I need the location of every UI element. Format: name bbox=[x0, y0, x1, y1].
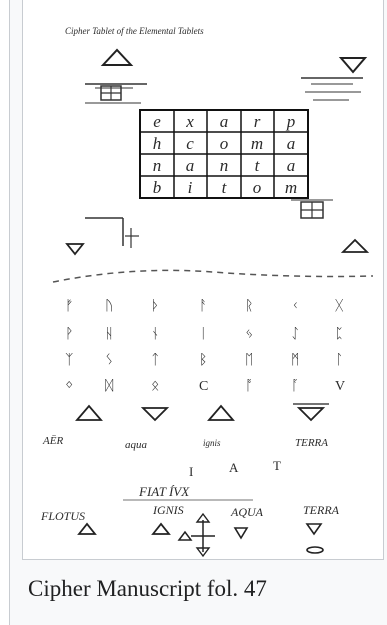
small-oval-icon bbox=[307, 547, 323, 553]
svg-text:ᚲ: ᚲ bbox=[291, 299, 299, 314]
svg-text:ᛜ: ᛜ bbox=[65, 379, 73, 394]
svg-text:ᚨ: ᚨ bbox=[199, 298, 207, 314]
svg-text:ᚦ: ᚦ bbox=[151, 298, 159, 314]
element-label: FLOTUS bbox=[40, 509, 85, 523]
triangle-down-icon bbox=[341, 58, 365, 72]
svg-text:ᚷ: ᚷ bbox=[335, 298, 344, 314]
triangle-down-icon bbox=[143, 408, 167, 420]
grid-cell: o bbox=[220, 134, 229, 153]
grid-cell: a bbox=[220, 112, 229, 131]
grid-cell: e bbox=[153, 112, 161, 131]
svg-text:ᚠ: ᚠ bbox=[65, 298, 73, 314]
svg-text:ᚢ: ᚢ bbox=[105, 298, 113, 314]
motto-text: FIAT ÍVX bbox=[138, 484, 190, 499]
letter-grid: e x a r p h c o m a n a n t a b i t o m bbox=[140, 110, 308, 198]
divider-line bbox=[53, 270, 373, 282]
element-label: TERRA bbox=[303, 503, 340, 517]
svg-text:ᛁ: ᛁ bbox=[199, 326, 207, 342]
triangle-up-icon bbox=[153, 524, 169, 534]
letter-mark: T bbox=[273, 458, 281, 473]
element-label: ignis bbox=[203, 438, 221, 448]
grid-cell: r bbox=[254, 112, 261, 131]
letter-mark: A bbox=[229, 460, 239, 475]
svg-text:ᚾ: ᚾ bbox=[151, 326, 159, 342]
element-label: aqua bbox=[125, 439, 148, 451]
triangle-down-icon bbox=[235, 528, 247, 538]
svg-text:V: V bbox=[335, 379, 345, 394]
grid-cell: i bbox=[188, 178, 193, 197]
triangle-up-icon bbox=[343, 240, 367, 252]
grid-cell: n bbox=[153, 156, 162, 175]
element-label: IGNIS bbox=[152, 503, 184, 517]
svg-text:ᛊ: ᛊ bbox=[105, 353, 113, 368]
grid-cell: a bbox=[287, 156, 296, 175]
grid-cell: o bbox=[253, 178, 262, 197]
svg-text:ᚱ: ᚱ bbox=[245, 298, 253, 314]
triangle-up-icon bbox=[79, 524, 95, 534]
svg-text:ᛒ: ᛒ bbox=[199, 352, 207, 368]
svg-text:ᚺ: ᚺ bbox=[105, 326, 113, 342]
svg-text:ᛈ: ᛈ bbox=[335, 326, 343, 342]
svg-text:ᚹ: ᚹ bbox=[65, 326, 73, 342]
cipher-alphabet: ᚠ ᚢ ᚦ ᚨ ᚱ ᚲ ᚷ ᚹ ᚺ ᚾ ᛁ ᛃ ᛇ ᛈ ᛉ ᛊ ᛏ ᛒ ᛖ ᛗ bbox=[65, 298, 345, 394]
manuscript-image[interactable]: Cipher Tablet of the Elemental Tablets bbox=[22, 0, 384, 560]
grid-cell: m bbox=[285, 178, 297, 197]
grid-cell: m bbox=[251, 134, 263, 153]
svg-text:ᚩ: ᚩ bbox=[245, 378, 253, 394]
grid-cell: b bbox=[153, 178, 162, 197]
triangle-down-icon bbox=[307, 524, 321, 534]
svg-text:ᛞ: ᛞ bbox=[105, 378, 114, 394]
svg-text:ᛟ: ᛟ bbox=[151, 379, 159, 394]
svg-text:ᛖ: ᛖ bbox=[245, 352, 253, 368]
svg-text:ᛏ: ᛏ bbox=[151, 352, 159, 368]
grid-cell: c bbox=[186, 134, 194, 153]
grid-cell: a bbox=[186, 156, 195, 175]
triangle-up-icon bbox=[179, 532, 191, 540]
thumbnail-frame: Cipher Tablet of the Elemental Tablets bbox=[9, 0, 387, 625]
svg-text:ᚪ: ᚪ bbox=[291, 378, 299, 394]
manuscript-heading: Cipher Tablet of the Elemental Tablets bbox=[65, 26, 204, 36]
triangle-up-icon bbox=[209, 406, 233, 420]
svg-text:ᛇ: ᛇ bbox=[291, 326, 299, 342]
triangle-up-icon bbox=[77, 406, 101, 420]
letter-mark: I bbox=[189, 464, 193, 479]
grid-cell: x bbox=[185, 112, 194, 131]
svg-text:ᛗ: ᛗ bbox=[291, 352, 299, 368]
svg-text:ᛉ: ᛉ bbox=[65, 352, 73, 368]
manuscript-drawing: Cipher Tablet of the Elemental Tablets bbox=[23, 0, 383, 560]
grid-cell: a bbox=[287, 134, 296, 153]
element-label: TERRA bbox=[295, 437, 328, 449]
triangle-down-icon bbox=[299, 408, 323, 420]
grid-cell: n bbox=[220, 156, 229, 175]
grid-cell: h bbox=[153, 134, 162, 153]
triangle-up-icon bbox=[103, 50, 131, 65]
grid-cell: t bbox=[255, 156, 261, 175]
element-label: AQUA bbox=[230, 505, 264, 519]
element-label: AËR bbox=[42, 435, 63, 447]
svg-text:ᛚ: ᛚ bbox=[335, 352, 343, 368]
triangle-down-icon bbox=[67, 244, 83, 254]
image-caption: Cipher Manuscript fol. 47 bbox=[28, 576, 267, 602]
svg-text:C: C bbox=[199, 379, 208, 394]
grid-cell: t bbox=[222, 178, 228, 197]
svg-text:ᛃ: ᛃ bbox=[245, 327, 253, 342]
grid-cell: p bbox=[286, 112, 296, 131]
